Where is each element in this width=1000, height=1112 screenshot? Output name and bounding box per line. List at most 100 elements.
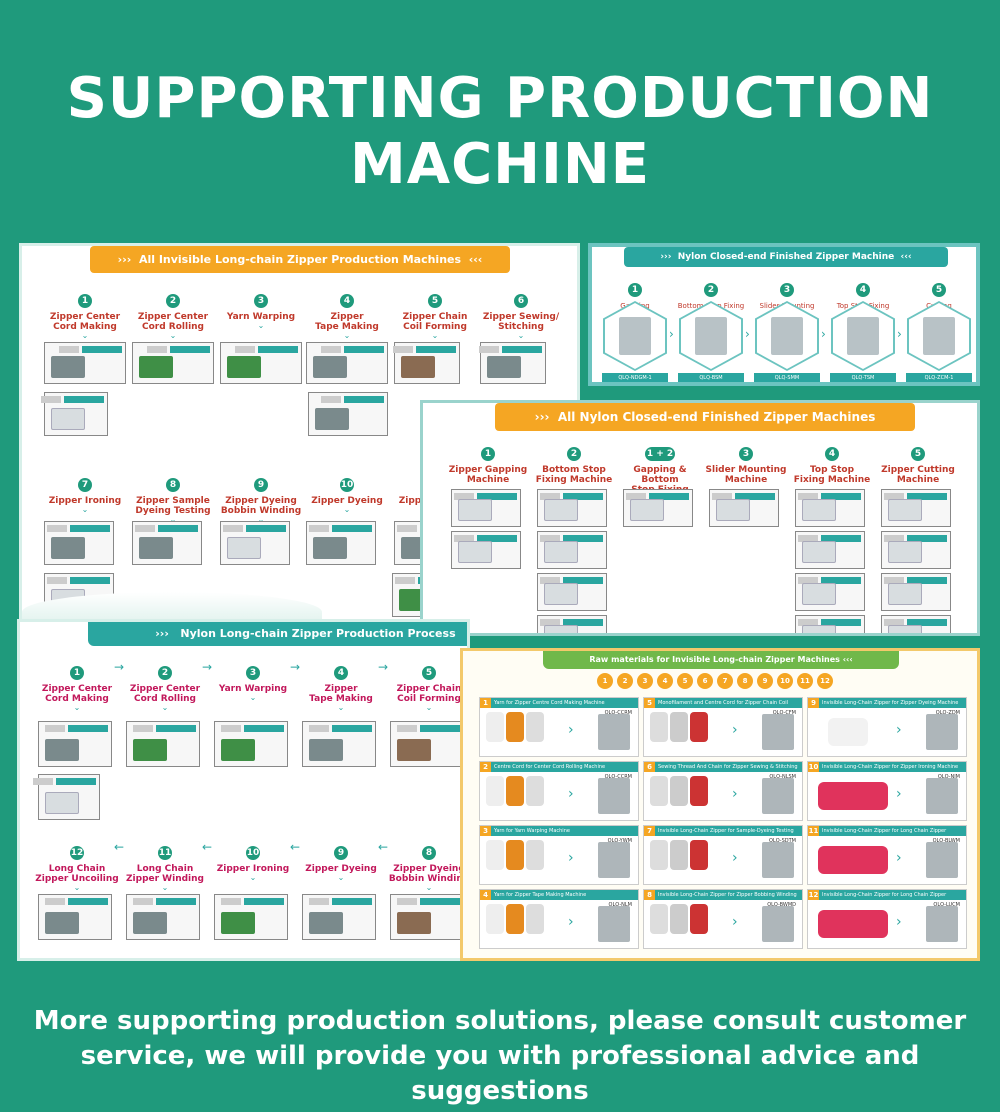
- machine-image: [709, 489, 779, 527]
- model-tag: [502, 346, 542, 353]
- machine-icon: [544, 625, 578, 633]
- model-code: [221, 898, 241, 905]
- model-tag: [332, 898, 372, 905]
- step-label: Zipper Cutting Machine: [881, 465, 955, 485]
- material-header: Invisible Long-Chain Zipper for Zipper D…: [808, 698, 966, 708]
- machine-icon: [45, 739, 79, 761]
- spool-icon: [670, 712, 688, 742]
- step-label: Zipper Center Cord Rolling: [129, 684, 201, 704]
- spool-icon: [526, 904, 544, 934]
- model-code: [454, 535, 474, 542]
- machine-image: [537, 489, 607, 527]
- model-tag: [821, 577, 861, 584]
- panel-header: ››› All Nylon Closed-end Finished Zipper…: [495, 403, 915, 431]
- material-number: 10: [808, 762, 819, 772]
- model-code: QLQ-SDTM: [769, 838, 796, 844]
- material-number: 2: [480, 762, 491, 772]
- chevron-right-icon: ›: [896, 786, 902, 802]
- machine-icon: [762, 778, 794, 814]
- model-tag: [563, 619, 603, 626]
- spool-icon: [690, 776, 708, 806]
- spool-icon: [486, 904, 504, 934]
- model-code: QLQ-NLSM: [769, 774, 796, 780]
- model-code: [47, 577, 67, 584]
- closed-end-machine-panel: ››› Nylon Closed-end Finished Zipper Mac…: [588, 243, 980, 386]
- machine-icon: [45, 912, 79, 934]
- zipper-tape-image: [818, 782, 888, 810]
- material-header: Yarn for Zipper Centre Cord Making Machi…: [480, 698, 638, 708]
- material-cell: Invisible Long-Chain Zipper for Zipper I…: [807, 761, 967, 821]
- material-header: Invisible Long-Chain Zipper for Zipper B…: [644, 890, 802, 908]
- material-number: 7: [644, 826, 655, 836]
- hexagon-inner: [833, 303, 893, 369]
- model-tag: [477, 493, 517, 500]
- step-number: 4: [334, 666, 348, 680]
- chevron-right-icon: ›: [732, 914, 738, 930]
- chevron-down-icon: ⌄: [789, 485, 875, 493]
- machine-image: [881, 489, 951, 527]
- model-code: [884, 577, 904, 584]
- model-code: [135, 525, 155, 532]
- material-cell: Invisible Long-Chain Zipper for Sample-D…: [643, 825, 803, 885]
- chevron-right-icon: ›: [897, 327, 902, 341]
- spool-icon: [486, 776, 504, 806]
- chevron-right-icon: ›: [821, 327, 826, 341]
- model-code: QLQ-SMM: [754, 373, 820, 382]
- machine-icon: [888, 499, 922, 521]
- machine-icon: [51, 537, 85, 559]
- chevron-down-icon: ⌄: [517, 331, 525, 340]
- machine-image: [881, 615, 951, 633]
- step-label: Yarn Warping: [218, 684, 288, 694]
- model-code: QLQ-CFM: [772, 710, 796, 716]
- panel-header: ››› Nylon Long-chain Zipper Production P…: [88, 622, 467, 646]
- model-code: QLQ-TSM: [830, 373, 896, 382]
- machine-image: [390, 894, 464, 940]
- model-tag: [244, 898, 284, 905]
- chevron-right-icon: ›: [568, 722, 574, 738]
- step-label: Zipper Dyeing Bobbin Winding: [220, 496, 302, 516]
- machine-image: [306, 342, 388, 384]
- machine-image: [214, 721, 288, 767]
- model-code: [395, 577, 415, 584]
- model-code: [223, 525, 243, 532]
- material-number: 3: [480, 826, 491, 836]
- spool-icon: [670, 776, 688, 806]
- model-tag: [344, 346, 384, 353]
- sequence-circle: 12: [817, 673, 833, 689]
- model-tag: [563, 493, 603, 500]
- machine-image: [795, 489, 865, 527]
- model-code: [309, 898, 329, 905]
- chevron-down-icon: ⌄: [257, 321, 265, 330]
- spool-icon: [650, 904, 668, 934]
- material-header: Yarn for Yarn Warping Machine: [480, 826, 638, 836]
- step-number: 9: [334, 846, 348, 860]
- machine-icon: [544, 499, 578, 521]
- model-tag: [332, 525, 372, 532]
- machine-icon: [802, 583, 836, 605]
- machine-icon: [619, 317, 651, 355]
- panel-header: Raw materials for Invisible Long-chain Z…: [543, 651, 899, 669]
- machine-image: [390, 721, 464, 767]
- machine-icon: [397, 912, 431, 934]
- chevron-down-icon: ⌄: [81, 505, 89, 514]
- step-label: Zipper Dyeing Bobbin Winding: [388, 864, 470, 884]
- model-code: [884, 619, 904, 626]
- material-cell: Centre Cord for Center Cord Rolling Mach…: [479, 761, 639, 821]
- model-tag: [170, 346, 210, 353]
- step-label: Yarn Warping: [226, 312, 296, 322]
- chevron-down-icon: ⌄: [257, 515, 265, 524]
- chevron-down-icon: ⌄: [425, 883, 433, 892]
- machine-image: [393, 342, 460, 384]
- sequence-circle: 2: [617, 673, 633, 689]
- model-code: [45, 725, 65, 732]
- model-code: [626, 493, 646, 500]
- step-number: 6: [514, 294, 528, 308]
- arrow-right-icon: →: [202, 660, 213, 674]
- zipper-tape-image: [818, 846, 888, 874]
